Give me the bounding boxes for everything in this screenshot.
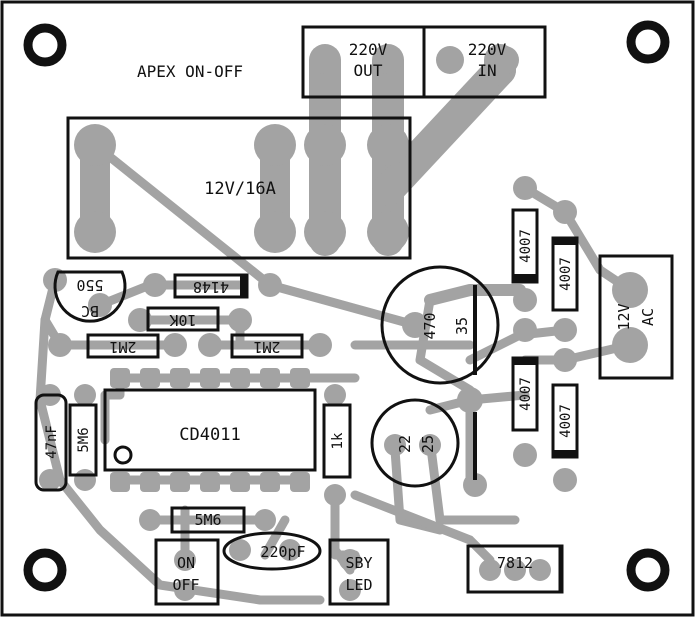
r-2m1-a-outline [86,333,160,359]
elcap-big-outline [380,265,500,385]
diode-2-label: 4007 [558,257,574,291]
cap-47nf-label: 47nF [44,425,60,459]
diode-4148-label: 4148 [193,278,229,296]
terminal-ac-line2: AC [639,308,657,326]
diode-4148-cathode-band [240,275,248,297]
switch-outline [154,538,220,606]
r-2m1-b-label: 2M1 [253,338,280,356]
transistor-line2: 550 [76,276,103,294]
led-line1: SBY [345,554,372,572]
cap-47nf-outline [34,393,68,492]
transistor-line1: BC [81,302,99,320]
diode-4-label: 4007 [558,404,574,438]
r-5m6-bottom-outline [170,506,246,534]
r-5m6-left-label: 5M6 [76,427,92,452]
r-2m1-b-outline [230,333,304,359]
r-10k-outline [146,306,220,332]
diode-3-label: 4007 [518,377,534,411]
mounting-hole-top-left [23,23,67,67]
elcap-big-line2: 35 [453,317,471,335]
regulator-outline [466,544,564,594]
mounting-hole-top-right [626,20,670,64]
regulator-label: 7812 [497,554,533,572]
ic-outline [103,388,317,472]
terminal-ac-line1: 12V [615,303,633,330]
terminal-ac-outline [598,254,674,380]
elcap-big-line1: 470 [421,312,439,339]
diode-1-outline [511,208,539,284]
copper-pads [39,46,648,601]
silkscreen [34,25,674,606]
relay-label: 12V/16A [204,179,276,199]
elcap-small-line2: 25 [419,435,437,453]
diode-2-cathode-band [553,238,577,245]
r-5m6-left-outline [68,403,98,477]
cap-220pf-outline [222,531,322,571]
led-line2: LED [345,576,372,594]
terminal-in-line2: IN [477,61,496,80]
elcap-small-outline [370,398,460,488]
ic-label: CD4011 [179,425,240,445]
terminal-in-line1: 220V [468,40,507,59]
r-1k-outline [322,403,352,479]
r-10k-label: 10K [169,311,196,329]
elcap-small-line1: 22 [396,435,414,453]
terminal-out-line1: 220V [349,40,388,59]
switch-line1: ON [177,554,195,572]
relay-outline [66,116,412,260]
r-2m1-a-label: 2M1 [109,338,136,356]
silkscreen-text: APEX ON-OFF 220V OUT 220V IN 12V/16A CD4… [44,40,657,594]
diode-3-cathode-band [513,358,537,365]
led-outline [328,538,390,606]
diode-1-label: 4007 [518,229,534,263]
transistor-outline [53,270,127,323]
mounting-hole-bottom-right [626,548,670,592]
r-5m6-bottom-label: 5M6 [194,511,221,529]
terminal-out-line2: OUT [354,61,383,80]
board-title: APEX ON-OFF [137,62,243,81]
diode-4-cathode-band [553,450,577,457]
silkscreen-marks [240,27,577,592]
diode-1-cathode-band [513,274,537,281]
ic-pin1-marker [113,445,133,465]
switch-line2: OFF [172,576,199,594]
mounting-hole-bottom-left [23,548,67,592]
cap-220pf-label: 220pF [260,543,305,561]
mounting-holes [23,20,670,592]
r-1k-label: 1k [330,432,346,449]
